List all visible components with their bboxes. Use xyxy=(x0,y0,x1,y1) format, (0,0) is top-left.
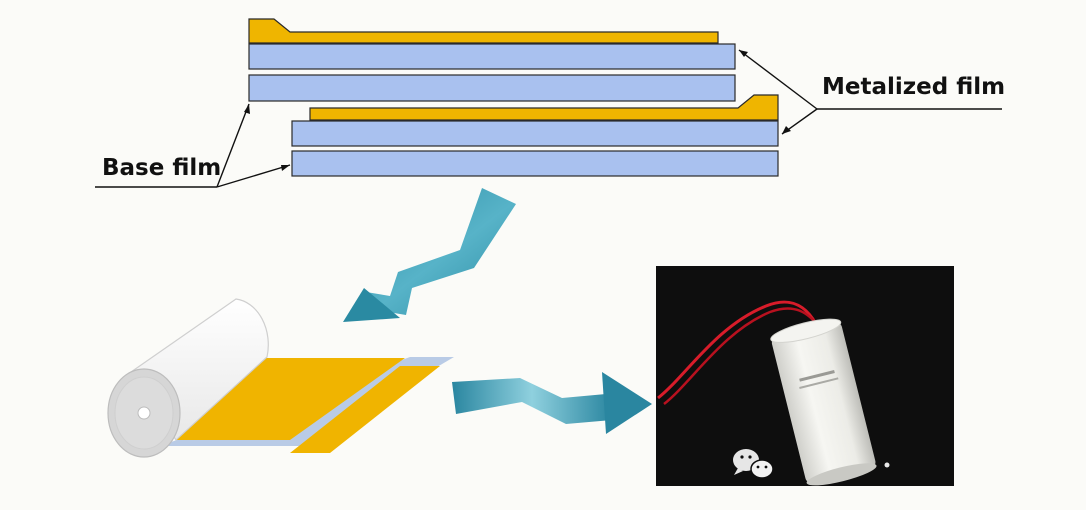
base-film-layer-bottom xyxy=(291,150,779,177)
lead-wire-2 xyxy=(663,307,821,405)
capacitor-photo-drawing xyxy=(657,300,890,486)
metal-layer-bottom xyxy=(309,94,779,121)
metalized-film-label: Metalized film xyxy=(822,74,1006,100)
photo-speck xyxy=(884,462,890,468)
chat-bubbles-icon xyxy=(733,449,774,479)
metalized-base-layer-bottom xyxy=(291,120,779,147)
base-film-label: Base film xyxy=(102,155,222,181)
metal-layer-top xyxy=(248,18,719,44)
roll-core-hole xyxy=(137,406,151,420)
foil-yellow-back xyxy=(290,366,440,453)
lead-wire-1 xyxy=(657,300,818,400)
layer-stack-bottom xyxy=(291,94,779,177)
foil-yellow-sheet xyxy=(176,358,405,440)
metalized-film-leader xyxy=(738,49,1002,135)
layer-stack-top xyxy=(248,18,736,102)
capacitor-photo xyxy=(656,266,954,486)
process-arrow-down-head xyxy=(343,288,400,322)
process-arrow-right-head xyxy=(602,372,652,434)
film-roll xyxy=(107,298,454,458)
process-arrow-right xyxy=(452,378,612,424)
base-film-leader xyxy=(95,103,291,188)
process-arrow-down xyxy=(346,188,516,318)
metalized-base-layer-top xyxy=(248,43,736,70)
capacitor-body xyxy=(770,318,877,486)
base-film-layer-top xyxy=(248,74,736,102)
